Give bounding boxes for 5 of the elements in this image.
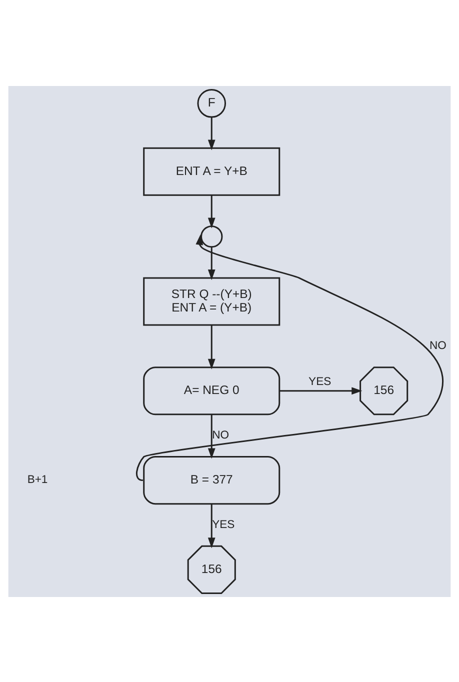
edge-label: NO bbox=[212, 429, 230, 442]
edge-label: YES bbox=[308, 375, 332, 388]
edge-label: NO bbox=[429, 340, 446, 352]
label: B+1 bbox=[27, 474, 48, 486]
edge-label: YES bbox=[212, 518, 235, 530]
